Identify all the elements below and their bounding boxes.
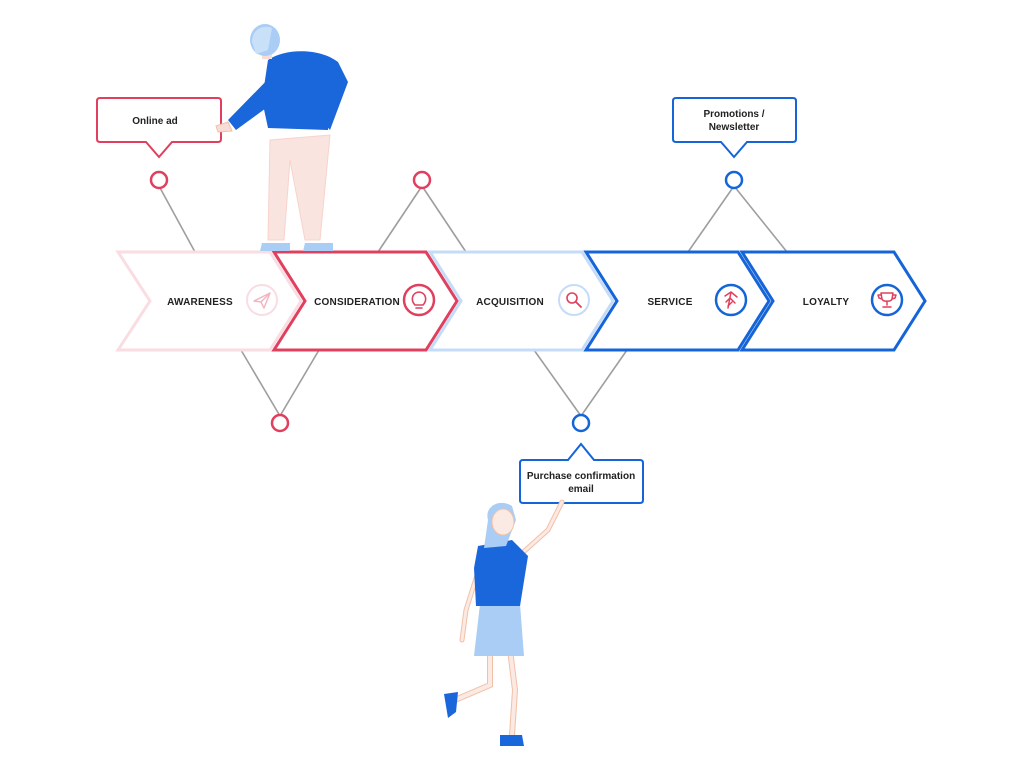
stage-acquisition-label: ACQUISITION bbox=[476, 297, 544, 308]
paper-plane-icon bbox=[246, 284, 278, 316]
stage-consideration: CONSIDERATION bbox=[271, 250, 459, 352]
stage-acquisition: ACQUISITION bbox=[427, 250, 615, 352]
connector-online-ad bbox=[158, 185, 196, 253]
stage-loyalty-label: LOYALTY bbox=[803, 297, 850, 308]
lightbulb-icon bbox=[402, 283, 436, 317]
woman-figure-illustration bbox=[444, 499, 565, 746]
stage-loyalty: LOYALTY bbox=[739, 250, 927, 352]
stage-awareness-label: AWARENESS bbox=[167, 297, 233, 308]
connector-bottom-red-left bbox=[240, 349, 281, 417]
node-awareness-bottom bbox=[270, 413, 290, 433]
callout-promotions-line2: Newsletter bbox=[709, 122, 760, 133]
connector-lines bbox=[158, 185, 788, 417]
stage-service: SERVICE bbox=[583, 250, 771, 352]
connector-purchase-left bbox=[533, 349, 582, 417]
callout-online-ad: Online ad bbox=[96, 97, 222, 159]
connector-top-consideration-left bbox=[377, 185, 423, 253]
node-promotions bbox=[724, 170, 744, 190]
callout-promotions-line1: Promotions / bbox=[703, 109, 764, 120]
stage-service-arrow bbox=[583, 250, 771, 352]
callout-purchase-line1: Purchase confirmation bbox=[527, 471, 635, 482]
magnifier-icon bbox=[558, 284, 590, 316]
handshake-icon bbox=[714, 283, 748, 317]
connector-promotions-right bbox=[733, 185, 788, 253]
trophy-icon bbox=[870, 283, 904, 317]
man-figure-illustration bbox=[215, 24, 348, 251]
connector-bottom-red-right bbox=[279, 349, 320, 417]
stage-acquisition-arrow bbox=[427, 250, 615, 352]
stage-consideration-label: CONSIDERATION bbox=[314, 297, 400, 308]
node-consideration-top bbox=[412, 170, 432, 190]
connector-purchase-right bbox=[580, 349, 628, 417]
connector-top-consideration-right bbox=[421, 185, 467, 253]
node-online-ad bbox=[149, 170, 169, 190]
milestone-nodes bbox=[149, 170, 744, 433]
stage-awareness-arrow bbox=[115, 250, 303, 352]
node-purchase bbox=[571, 413, 591, 433]
stage-consideration-arrow bbox=[271, 250, 459, 352]
callout-promotions-newsletter: Promotions / Newsletter bbox=[672, 97, 797, 159]
stage-awareness: AWARENESS bbox=[115, 250, 303, 352]
stage-service-label: SERVICE bbox=[647, 297, 692, 308]
callout-online-ad-text: Online ad bbox=[132, 116, 178, 127]
callout-purchase-confirmation: Purchase confirmation email bbox=[519, 442, 644, 504]
stage-loyalty-arrow bbox=[739, 250, 927, 352]
callout-purchase-line2: email bbox=[568, 484, 594, 495]
connector-promotions-left bbox=[687, 185, 735, 253]
journey-stages: AWARENESS CONSIDERATION ACQUISITION bbox=[115, 250, 927, 352]
